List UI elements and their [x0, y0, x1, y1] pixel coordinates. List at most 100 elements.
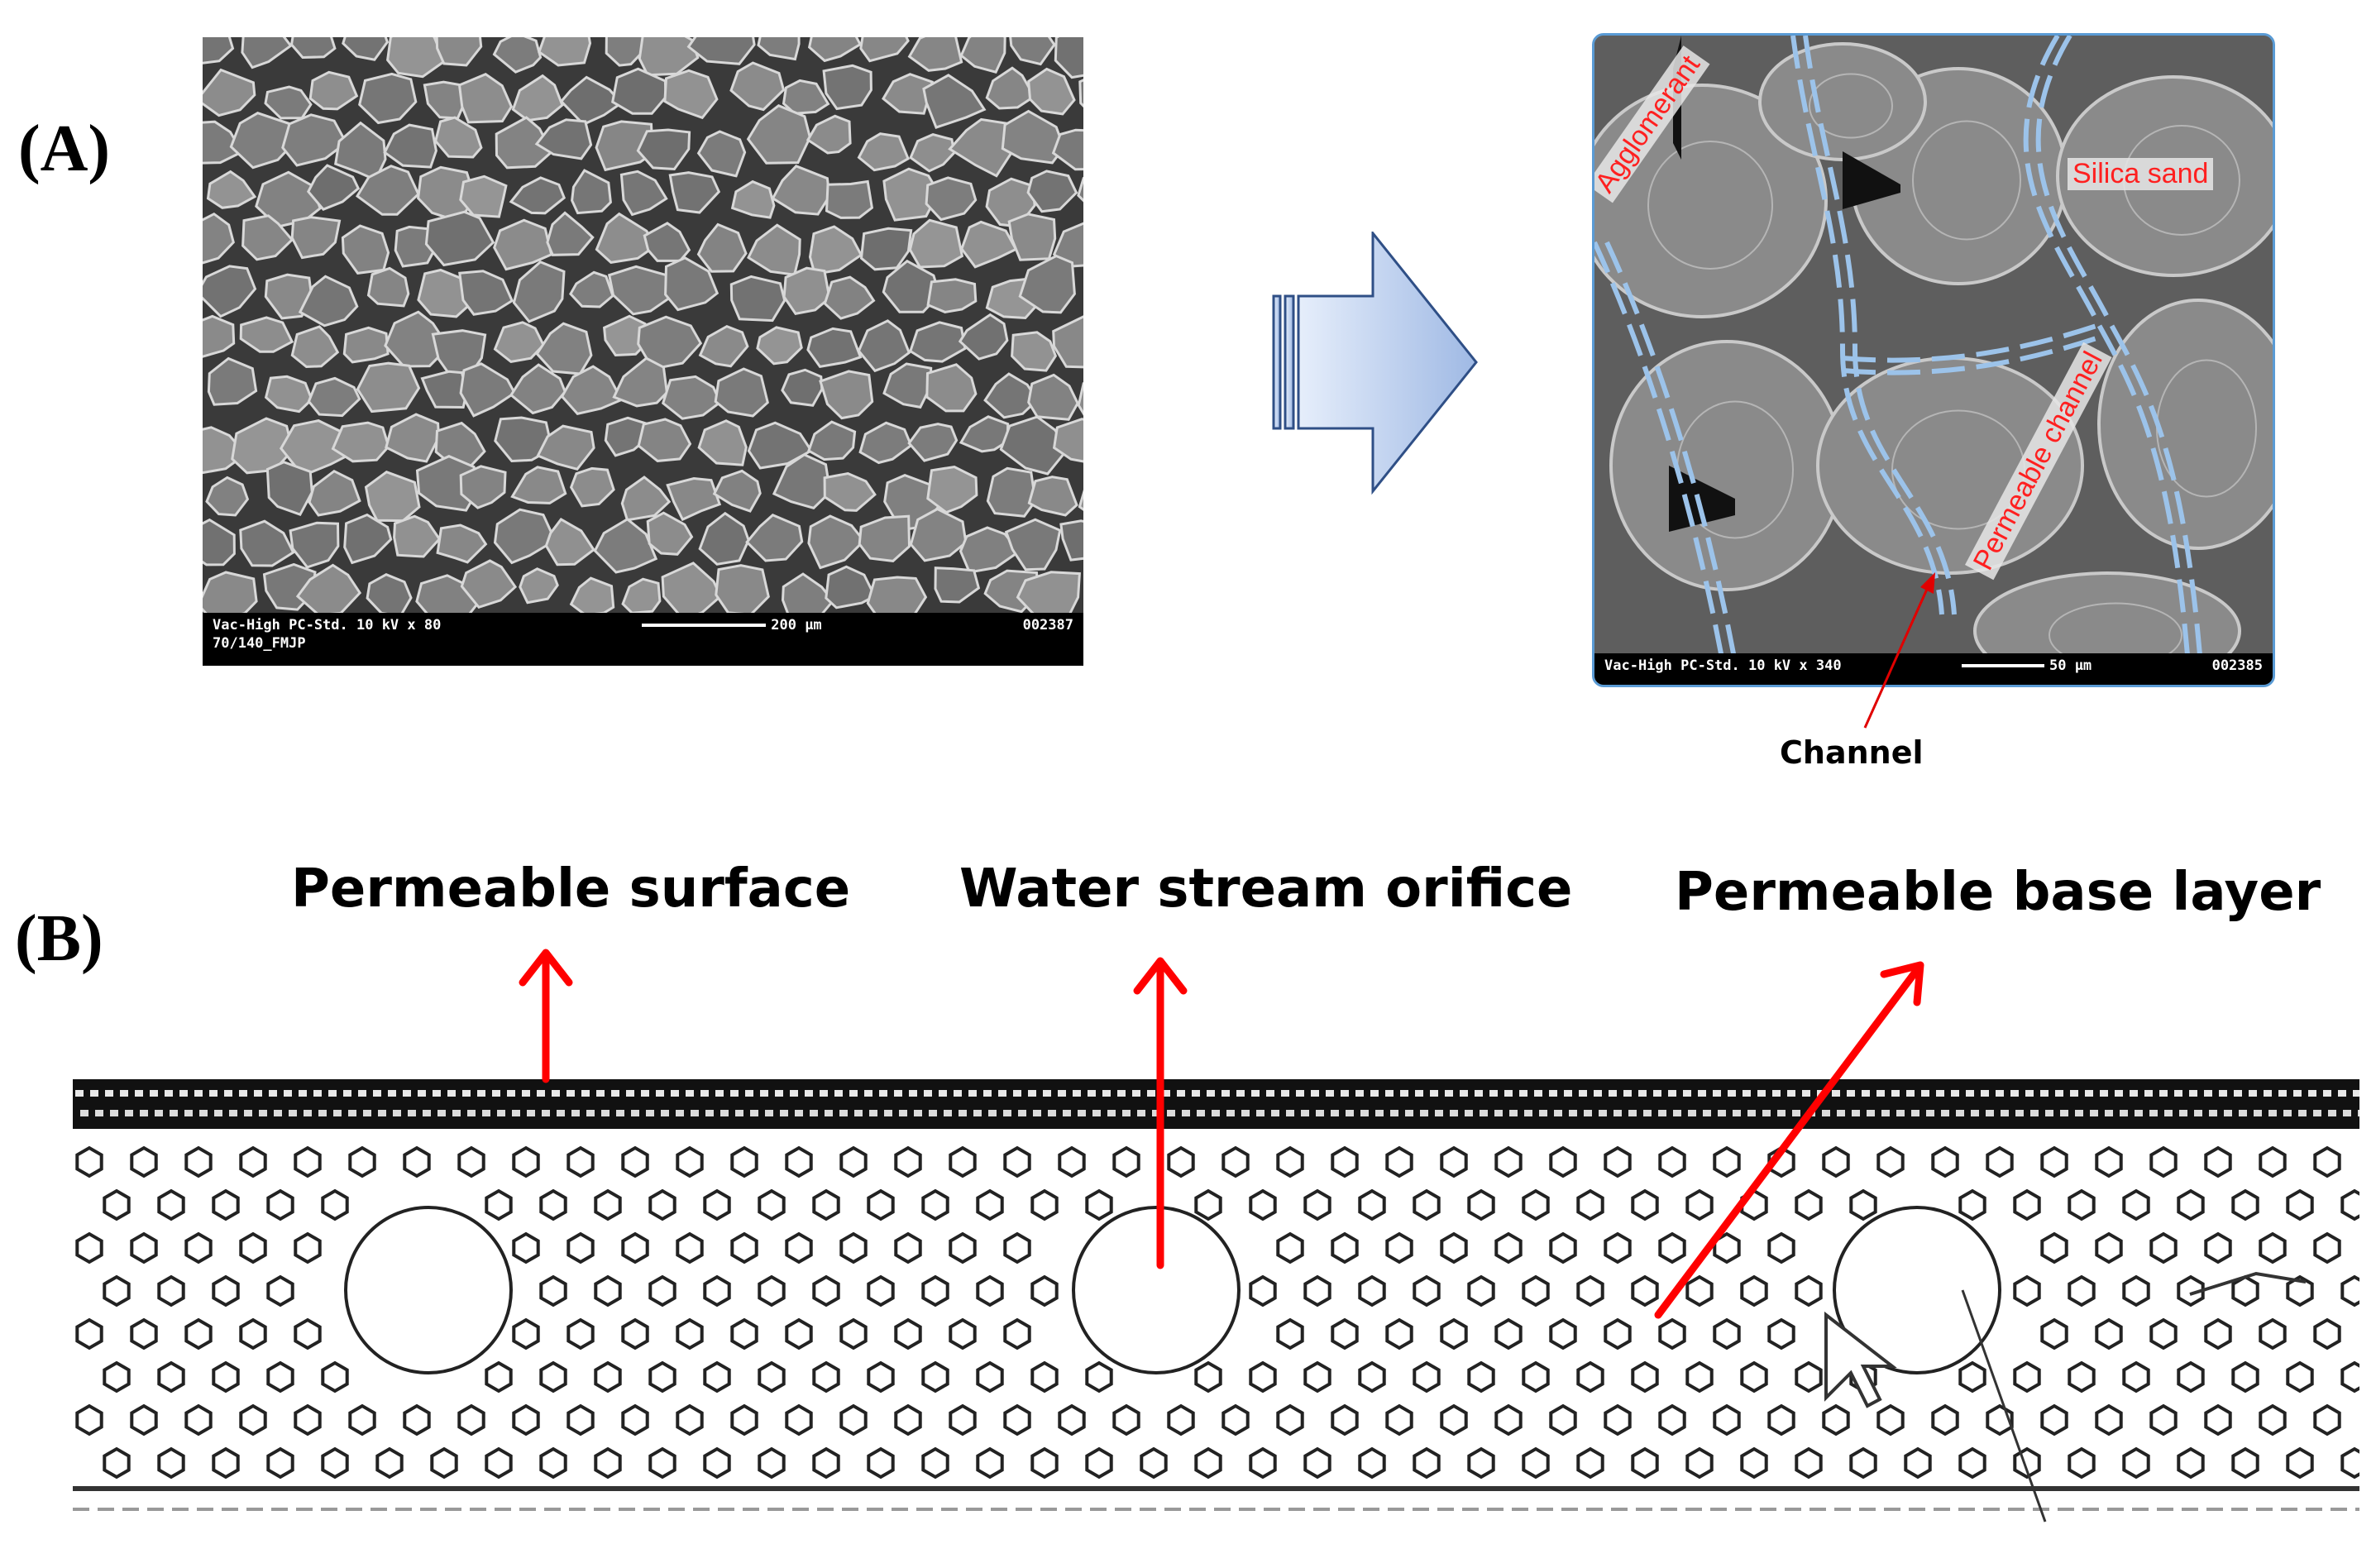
silica-grain: [882, 362, 933, 409]
pore-ring: [785, 1145, 813, 1178]
silica-grain: [698, 324, 749, 368]
silica-grain: [571, 169, 612, 215]
silica-grain: [621, 577, 662, 614]
silica-grain: [1052, 222, 1083, 269]
silica-grain: [1054, 37, 1083, 79]
silica-grain: [636, 128, 691, 171]
pore-ring: [130, 1145, 158, 1178]
surface-texture-mark: [90, 1090, 98, 1097]
silica-grain: [298, 275, 359, 327]
pore-ring: [1685, 1360, 1714, 1394]
channel-boundary-dash: [1803, 36, 1957, 615]
silica-grain: [493, 321, 545, 363]
water-stream-orifice: [1833, 1206, 2001, 1374]
pore-ring: [2177, 1188, 2205, 1221]
surface-texture-mark: [150, 1090, 158, 1097]
surface-texture-mark: [1475, 1090, 1483, 1097]
surface-texture-mark: [1316, 1110, 1324, 1116]
silica-grain: [637, 418, 692, 462]
pore-ring: [1576, 1188, 1604, 1221]
silica-grain: [607, 265, 681, 316]
pore-ring: [1112, 1403, 1140, 1437]
surface-texture-mark: [1281, 1090, 1289, 1097]
channel-boundary-dash: [1790, 36, 1944, 615]
surface-texture-mark: [1167, 1110, 1175, 1116]
surface-texture-mark: [1435, 1110, 1443, 1116]
surface-texture-mark: [348, 1110, 356, 1116]
scale-bar-label: 200 μm: [771, 617, 822, 633]
silica-grain: [926, 278, 978, 313]
surface-texture-mark: [95, 1110, 103, 1116]
pore-ring: [839, 1145, 868, 1178]
scale-bar-label: 50 μm: [2049, 657, 2092, 674]
silica-grain: [948, 117, 1017, 178]
pore-ring: [1085, 1446, 1113, 1480]
silica-grain: [364, 471, 421, 523]
pore-ring: [1549, 1403, 1577, 1437]
pore-ring: [676, 1317, 704, 1350]
pore-ring: [485, 1188, 513, 1221]
surface-texture-mark: [1018, 1110, 1026, 1116]
pore-ring: [1167, 1403, 1195, 1437]
silica-grain: [495, 116, 553, 170]
surface-texture-mark: [75, 1090, 84, 1097]
silica-grain: [203, 518, 236, 566]
surface-texture-mark: [1346, 1110, 1354, 1116]
silica-grain: [203, 212, 235, 265]
surface-texture-mark: [671, 1090, 679, 1097]
surface-texture-mark: [1792, 1110, 1800, 1116]
surface-texture-mark: [2224, 1110, 2232, 1116]
surface-texture-mark: [1286, 1110, 1294, 1116]
pore-ring: [1085, 1360, 1113, 1394]
silica-grain: [1026, 170, 1078, 213]
pore-ring: [294, 1231, 322, 1264]
pore-ring: [1303, 1188, 1331, 1221]
silica-grain: [264, 85, 313, 120]
surface-texture-mark: [1370, 1090, 1379, 1097]
pore-ring: [2204, 1231, 2232, 1264]
surface-texture-mark: [1683, 1090, 1691, 1097]
pore-ring: [1767, 1231, 1795, 1264]
silica-grain: [1052, 418, 1083, 463]
pore-ring: [1058, 1145, 1086, 1178]
pore-ring: [1358, 1446, 1386, 1480]
surface-texture-mark: [745, 1090, 753, 1097]
silica-grain: [857, 132, 910, 172]
pore-ring: [1822, 1403, 1850, 1437]
silica-grain: [458, 270, 514, 316]
surface-texture-mark: [2209, 1110, 2217, 1116]
silica-grain: [289, 37, 337, 60]
surface-texture-mark: [1896, 1110, 1905, 1116]
pore-ring: [785, 1231, 813, 1264]
silica-grain: [1059, 519, 1083, 562]
surface-texture-mark: [2100, 1090, 2108, 1097]
surface-texture-mark: [2130, 1090, 2138, 1097]
pore-ring: [1140, 1446, 1168, 1480]
silica-grain: [544, 518, 595, 566]
pore-ring: [812, 1274, 840, 1307]
surface-texture-mark: [656, 1090, 664, 1097]
silica-grain: [746, 103, 811, 165]
silica-grain: [331, 421, 390, 463]
silica-grain: [907, 423, 959, 462]
surface-texture-mark: [1747, 1110, 1756, 1116]
surface-texture-mark: [2070, 1090, 2078, 1097]
pore-ring: [758, 1274, 786, 1307]
silica-grain: [1004, 518, 1062, 571]
surface-texture-mark: [2090, 1110, 2098, 1116]
pore-ring: [1358, 1188, 1386, 1221]
pore-ring: [1276, 1317, 1304, 1350]
surface-texture-mark: [909, 1090, 917, 1097]
pore-ring: [157, 1446, 185, 1480]
pore-ring: [2231, 1274, 2259, 1307]
pore-ring: [1795, 1274, 1823, 1307]
silica-grain: [646, 511, 694, 556]
pore-ring: [567, 1317, 595, 1350]
pore-ring: [1631, 1188, 1659, 1221]
surface-texture-mark: [1881, 1110, 1890, 1116]
surface-texture-mark: [170, 1110, 178, 1116]
pore-ring: [403, 1403, 431, 1437]
surface-texture-mark: [1460, 1090, 1468, 1097]
surface-texture-mark: [2328, 1110, 2336, 1116]
surface-texture-mark: [1703, 1110, 1711, 1116]
